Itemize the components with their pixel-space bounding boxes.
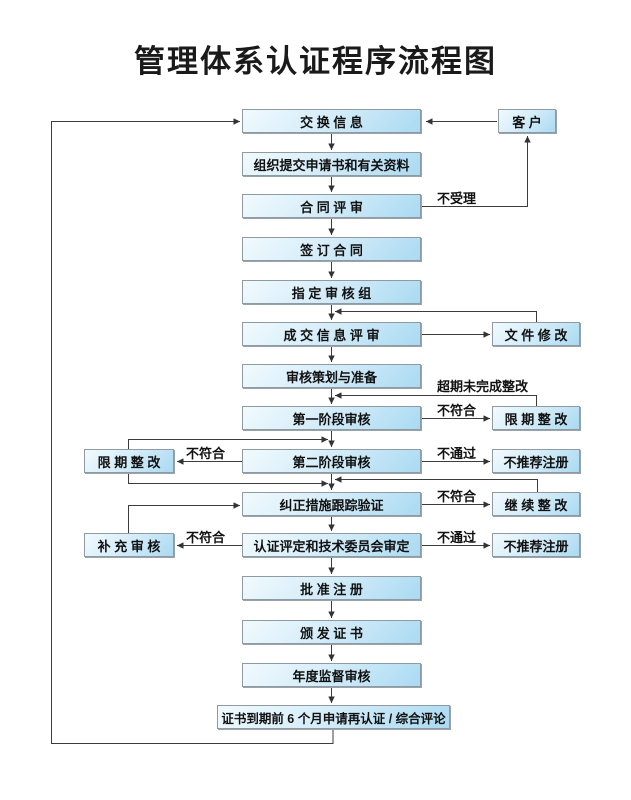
edge-recert-loop-to-exchange (51, 118, 334, 744)
node-deal-info-review: 成 交 信 息 评 审 (242, 322, 421, 346)
node-doc-modification: 文 件 修 改 (492, 322, 580, 346)
node-sign-contract: 签 订 合 同 (242, 237, 421, 261)
node-exchange-info: 交 换 信 息 (242, 109, 421, 133)
label-evaluation-fail: 不通过 (437, 530, 477, 545)
edge-rectification-top-return (128, 436, 328, 449)
node-audit-planning: 审核策划与准备 (242, 364, 421, 388)
label-corrective-nonconformity: 不符合 (437, 489, 477, 504)
node-limited-rectification-right: 限 期 整 改 (492, 406, 580, 430)
edge-continue-feedback (335, 476, 538, 492)
label-stage1-nonconformity: 不符合 (437, 403, 477, 418)
node-no-recommend-register-2: 不推荐注册 (492, 533, 580, 557)
node-contract-review: 合 同 评 审 (242, 194, 421, 218)
node-limited-rectification-left: 限 期 整 改 (84, 449, 174, 473)
label-evaluation-nonconformity: 不符合 (186, 530, 226, 545)
node-recertification: 证书到期前 6 个月申请再认证 / 综合评论 (217, 705, 450, 729)
node-corrective-tracking: 纠正措施跟踪验证 (242, 492, 421, 516)
node-supplementary-audit: 补 充 审 核 (84, 533, 174, 557)
node-assign-audit-team: 指 定 审 核 组 (242, 280, 421, 304)
edge-docmod-feedback (335, 308, 537, 322)
page-title: 管理体系认证程序流程图 (134, 44, 497, 79)
node-stage2-audit: 第二阶段审核 (242, 449, 421, 473)
node-no-recommend-register-1: 不推荐注册 (492, 449, 580, 473)
node-continue-rectification: 继 续 整 改 (492, 492, 580, 516)
label-stage2-fail: 不通过 (437, 446, 477, 461)
label-overdue-rectification: 超期未完成整改 (437, 379, 529, 394)
edge-contract-reject-to-customer (421, 136, 531, 207)
node-certification-evaluation: 认证评定和技术委员会审定 (242, 533, 421, 557)
node-approve-registration: 批 准 注 册 (242, 576, 421, 600)
edge-overdue-feedback (335, 392, 537, 406)
label-stage2-nonconformity: 不符合 (186, 446, 226, 461)
edge-rectification-bottom-return (128, 473, 328, 487)
node-issue-certificate: 颁 发 证 书 (242, 620, 421, 644)
node-annual-surveillance: 年度监督审核 (242, 663, 421, 687)
node-submit-application: 组织提交申请书和有关资料 (242, 152, 421, 176)
edge-supplementary-return (128, 502, 240, 533)
node-stage1-audit: 第一阶段审核 (242, 406, 421, 430)
label-not-accepted: 不受理 (437, 191, 477, 206)
node-customer: 客 户 (498, 109, 556, 133)
